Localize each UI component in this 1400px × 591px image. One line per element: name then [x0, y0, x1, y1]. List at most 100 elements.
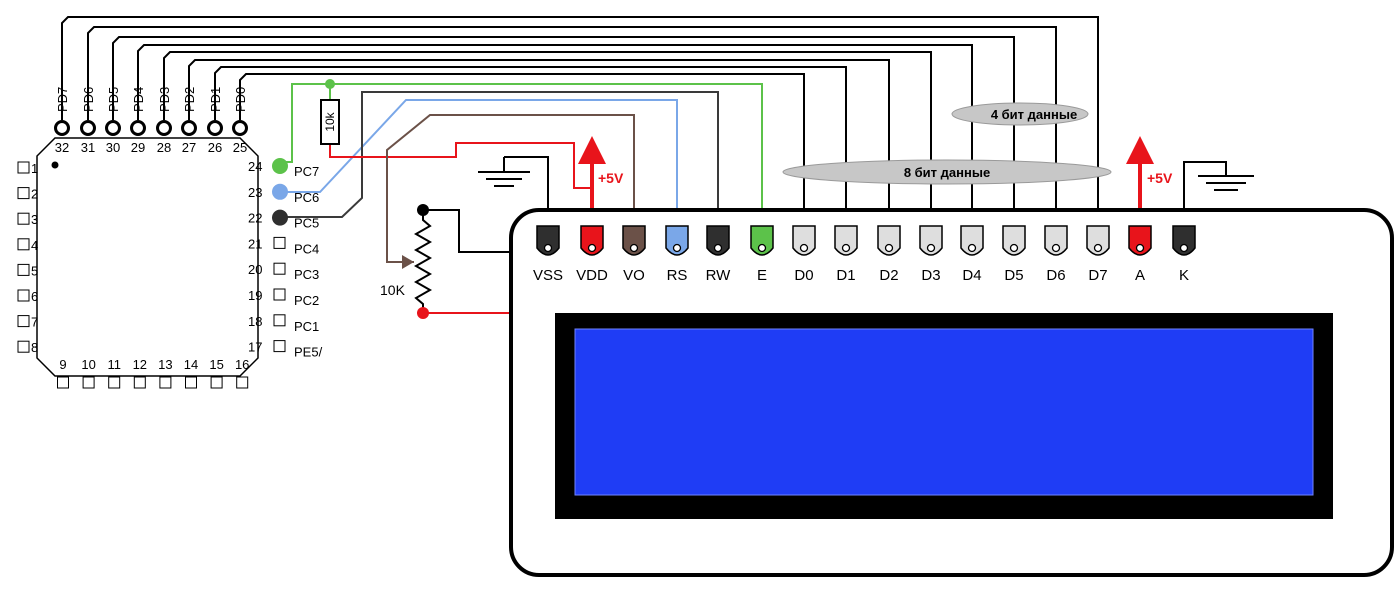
mcu-pin-9: 9: [57, 357, 69, 389]
mcu-pin-pd0: PD0 25: [232, 87, 248, 155]
wire-pc5-rw: [282, 91, 719, 226]
mcu-pin-label: PD0: [233, 87, 248, 112]
lcd-pin-label: E: [757, 267, 767, 284]
mcu-pin-label: PD3: [157, 87, 172, 112]
pot-bottom-terminal: [417, 307, 429, 319]
lcd-pin-label: D6: [1046, 267, 1065, 284]
mcu-pin-5: 5: [17, 263, 38, 278]
microcontroller: PD732PD631PD530PD429PD328PD227PD126PD025…: [17, 87, 323, 389]
lcd-pin-label: D4: [962, 267, 981, 284]
lcd-screen: [574, 328, 1314, 496]
power-label-vdd: +5V: [598, 170, 624, 186]
mcu-pin-label: PE5/: [294, 345, 323, 360]
wire-pd-d5: [112, 36, 1015, 226]
lcd-pin-d4: D4: [960, 225, 984, 284]
wire-pd-d3: [163, 51, 932, 226]
lcd-pin-a: A: [1128, 225, 1152, 284]
pot-top-terminal: [417, 204, 429, 216]
lcd-pin-label: RW: [706, 267, 732, 284]
lcd-pin-label: A: [1135, 267, 1145, 284]
mcu-pin-label: PC4: [294, 241, 319, 256]
annotation-8bit: 8 бит данные: [782, 159, 1112, 185]
mcu-pin-number: 8: [31, 340, 38, 355]
mcu-pin-label: PC7: [294, 164, 319, 179]
lcd-pin-d6: D6: [1044, 225, 1068, 284]
mcu-pin-number: 19: [248, 288, 262, 303]
mcu-pin-7: 7: [17, 315, 38, 330]
ground-symbol-vss: [478, 157, 530, 187]
mcu-pin-number: 15: [209, 357, 223, 372]
wire-pd-d1: [214, 66, 847, 226]
lcd-pin-label: RS: [667, 267, 688, 284]
mcu-pin-number: 30: [106, 140, 120, 155]
mcu-pin-1: 1: [17, 161, 38, 176]
power-label-backlight: +5V: [1147, 170, 1173, 186]
lcd-pin-label: K: [1179, 267, 1189, 284]
wire-pd-d2: [188, 59, 890, 226]
mcu-pin-6: 6: [17, 289, 38, 304]
mcu-pin-pc3: 20 PC3: [248, 262, 319, 282]
lcd-pin-e: E: [750, 225, 774, 284]
mcu-pin-number: 18: [248, 314, 262, 329]
mcu-pin-label: PD4: [131, 87, 146, 112]
mcu-pin-number: 20: [248, 262, 262, 277]
mcu-pin-pc7: 24 PC7: [248, 158, 319, 179]
lcd-pin-label: D0: [794, 267, 813, 284]
mcu-pin-label: PD7: [55, 87, 70, 112]
mcu-pin-4: 4: [17, 238, 38, 253]
mcu-pin-3: 3: [17, 212, 38, 227]
mcu-pin-number: 23: [248, 185, 262, 200]
power-arrow-vdd: +5V: [578, 136, 624, 226]
lcd-pin-label: D2: [879, 267, 898, 284]
lcd-pin-d5: D5: [1002, 225, 1026, 284]
wire-vo-contrast: [386, 114, 635, 263]
arrow-up-icon: [1126, 136, 1154, 164]
mcu-pin-number: 5: [31, 263, 38, 278]
wiper-arrow-icon: [402, 255, 414, 269]
potentiometer-label: 10K: [380, 282, 406, 298]
lcd-pin-label: VO: [623, 267, 645, 284]
mcu-pin-label: PC3: [294, 267, 319, 282]
mcu-pin-number: 25: [233, 140, 247, 155]
annotation-4bit: 4 бит данные: [951, 102, 1089, 126]
mcu-pin-label: PC6: [294, 190, 319, 205]
mcu-pin-number: 32: [55, 140, 69, 155]
lcd-pin-d7: D7: [1086, 225, 1110, 284]
mcu-pin-label: PD2: [182, 87, 197, 112]
lcd-pin-label: D5: [1004, 267, 1023, 284]
mcu-pin-number: 10: [81, 357, 95, 372]
mcu-pin-number: 28: [157, 140, 171, 155]
arrow-up-icon: [578, 136, 606, 164]
mcu-pin-13: 13: [158, 357, 173, 389]
lcd-pin-vdd: VDD: [576, 225, 608, 284]
mcu-pin-number: 9: [59, 357, 66, 372]
mcu-pin-number: 24: [248, 159, 262, 174]
mcu-pin-number: 29: [131, 140, 145, 155]
lcd-pin-k: K: [1172, 225, 1196, 284]
lcd-pin-label: VDD: [576, 267, 608, 284]
mcu-pin-number: 1: [31, 161, 38, 176]
mcu-pin-pd4: PD4 29: [130, 87, 146, 155]
mcu-pin-number: 26: [208, 140, 222, 155]
mcu-pin-pc2: 19 PC2: [248, 288, 319, 308]
pin1-marker: [51, 161, 59, 169]
lcd-pin-rs: RS: [665, 225, 689, 284]
mcu-pin-pd3: PD3 28: [156, 87, 172, 155]
lcd-pin-label: D7: [1088, 267, 1107, 284]
resistor-label: 10k: [323, 111, 337, 131]
mcu-pin-11: 11: [107, 357, 121, 389]
mcu-pin-label: PC2: [294, 293, 319, 308]
mcu-pin-number: 22: [248, 211, 262, 226]
mcu-pin-label: PD5: [106, 87, 121, 112]
mcu-pin-16: 16: [235, 357, 249, 389]
